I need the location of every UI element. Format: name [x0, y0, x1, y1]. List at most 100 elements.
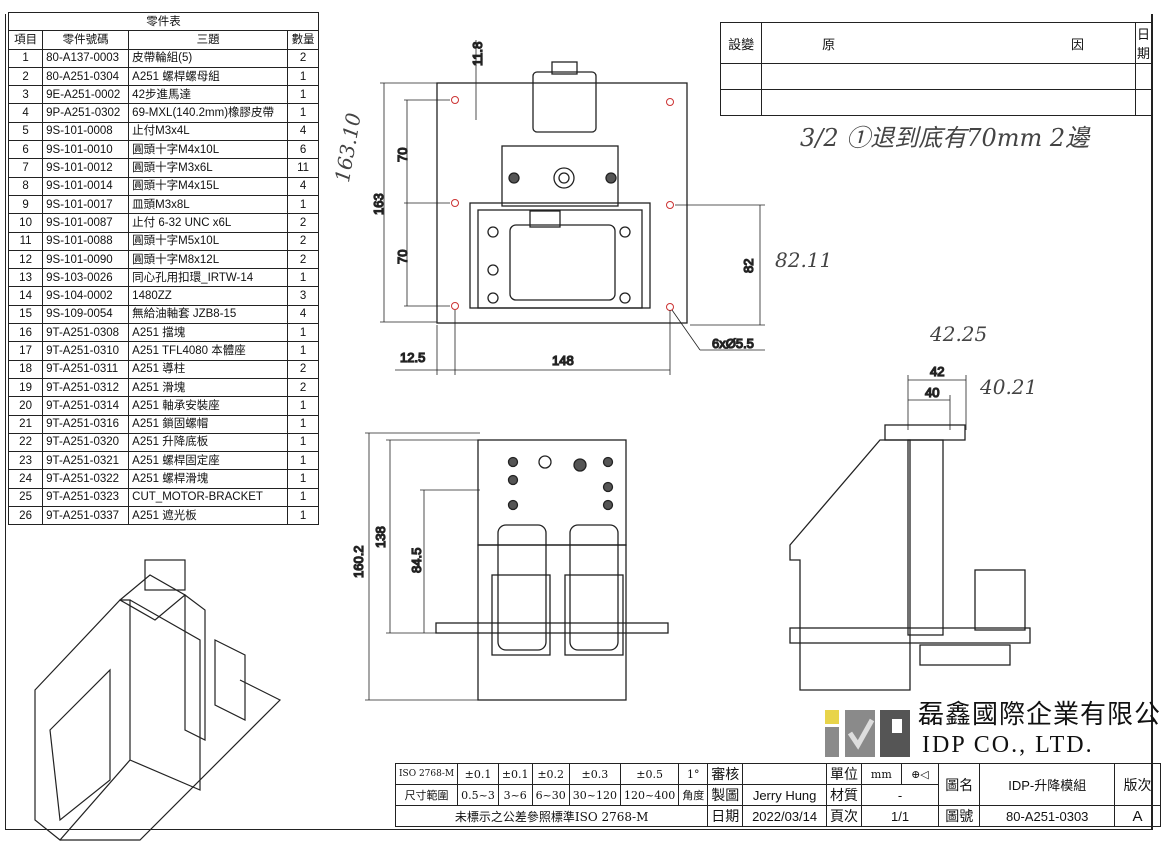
rev-row — [719, 89, 1153, 116]
range-value: 3~6 — [497, 784, 533, 806]
item-number: 19 — [7, 377, 44, 398]
tol-label: ISO 2768-M — [394, 763, 459, 785]
item-number: 20 — [7, 396, 44, 416]
projection-symbol-icon: ⊕◁ — [900, 763, 940, 785]
part-title: A251 擋塊 — [128, 323, 289, 343]
part-number: 9T-A251-0312 — [42, 377, 130, 398]
range-value: 0.5~3 — [457, 784, 499, 806]
dim-138: 138 — [373, 526, 388, 548]
tolerance-note: 未標示之公差參照標準ISO 2768-M — [394, 805, 709, 827]
front-view: 160.2 138 84.5 — [350, 432, 669, 701]
material-label: 材質 — [825, 784, 862, 806]
drawn-label: 製圖 — [707, 784, 744, 806]
unit-label: 單位 — [825, 763, 862, 785]
part-title: 無給油軸套 JZB8-15 — [128, 304, 289, 325]
item-number: 26 — [7, 506, 44, 526]
part-number: 80-A137-0003 — [42, 48, 130, 68]
quantity: 1 — [287, 506, 319, 526]
company-logo — [825, 710, 910, 757]
drawing-name: IDP-升降模組 — [979, 763, 1115, 806]
part-title: 69-MXL(140.2mm)橡膠皮帶 — [128, 103, 289, 123]
item-number: 24 — [7, 469, 44, 489]
dim-40: 40 — [925, 385, 939, 400]
dim-163: 163 — [371, 193, 386, 215]
part-number: 9T-A251-0321 — [42, 451, 130, 471]
item-number: 17 — [7, 341, 44, 361]
part-title: 圓頭十字M8x12L — [128, 249, 289, 270]
quantity: 2 — [287, 377, 319, 398]
handwritten-note-40: 40.21 — [980, 375, 1038, 399]
part-number: 9T-A251-0320 — [42, 432, 130, 453]
part-title: A251 遮光板 — [128, 506, 289, 526]
isometric-view — [34, 559, 282, 841]
dim-82: 82 — [741, 259, 756, 273]
company-name-en: IDP CO., LTD. — [922, 732, 1094, 758]
drawing-frame — [5, 14, 1153, 830]
dim-42: 42 — [930, 364, 944, 379]
part-number: 9T-A251-0322 — [42, 469, 130, 489]
handwritten-note: 3/2 ①退到底有70mm 2邊 — [800, 124, 1090, 152]
item-number: 25 — [7, 487, 44, 508]
drawing-no: 80-A251-0303 — [979, 805, 1115, 827]
part-number: 9T-A251-0308 — [42, 323, 130, 343]
dim-70-upper: 70 — [395, 148, 410, 162]
company-name-cn: 磊鑫國際企業有限公司 — [918, 700, 1161, 730]
tol-value: 1° — [678, 763, 709, 785]
part-title: 圓頭十字M5x10L — [128, 231, 289, 251]
unit-value: mm — [860, 763, 902, 785]
range-value: 120~400 — [619, 784, 680, 806]
dim-70-lower: 70 — [395, 250, 410, 264]
dim-84-5: 84.5 — [409, 548, 424, 573]
part-title: A251 螺桿滑塊 — [128, 469, 289, 489]
part-number: 80-A251-0304 — [42, 66, 130, 87]
side-view: 42 40 — [789, 363, 1031, 691]
dim-148: 148 — [552, 353, 574, 368]
part-number: 9T-A251-0310 — [42, 341, 130, 361]
top-view: 11.8 70 70 163 82 12.5 148 6xØ5.5 — [370, 40, 765, 375]
tol-value: ±0.3 — [568, 763, 622, 785]
drawn-value: Jerry Hung — [742, 784, 827, 806]
dim-holes: 6xØ5.5 — [712, 336, 754, 351]
item-number: 15 — [7, 304, 44, 325]
date-label: 日期 — [707, 805, 744, 827]
tol-value: ±0.2 — [531, 763, 570, 785]
range-label: 尺寸範圍 — [394, 784, 459, 806]
item-number: 14 — [7, 286, 44, 306]
rev-header-reason-1: 原 — [822, 36, 836, 52]
dim-12-5: 12.5 — [400, 350, 425, 365]
part-title: A251 軸承安裝座 — [128, 396, 289, 416]
quantity: 1 — [287, 268, 319, 288]
quantity: 6 — [287, 140, 319, 160]
part-title: 皿頭M3x8L — [128, 194, 289, 215]
review-value — [742, 763, 827, 785]
title-block: ISO 2768-M ±0.1 ±0.1 ±0.2 ±0.3 ±0.5 1° 審… — [394, 763, 1161, 827]
rev-header-date: 日 期 — [1134, 22, 1153, 64]
tol-value: ±0.1 — [497, 763, 533, 785]
part-title: 止付 6-32 UNC x6L — [128, 213, 289, 233]
drawing-no-label: 圖號 — [938, 805, 981, 827]
part-title: A251 滑塊 — [128, 377, 289, 398]
part-number: 9S-101-0012 — [42, 158, 130, 178]
version-label: 版次 — [1113, 763, 1161, 806]
part-number: 9S-109-0054 — [42, 304, 130, 325]
part-title: 止付M3x4L — [128, 121, 289, 142]
rev-header-reason-2: 因 — [1070, 36, 1084, 52]
range-value: 30~120 — [568, 784, 622, 806]
date-value: 2022/03/14 — [742, 805, 827, 827]
rev-header-reason: 原 因 — [761, 22, 1136, 64]
range-value: 角度 — [678, 784, 709, 806]
